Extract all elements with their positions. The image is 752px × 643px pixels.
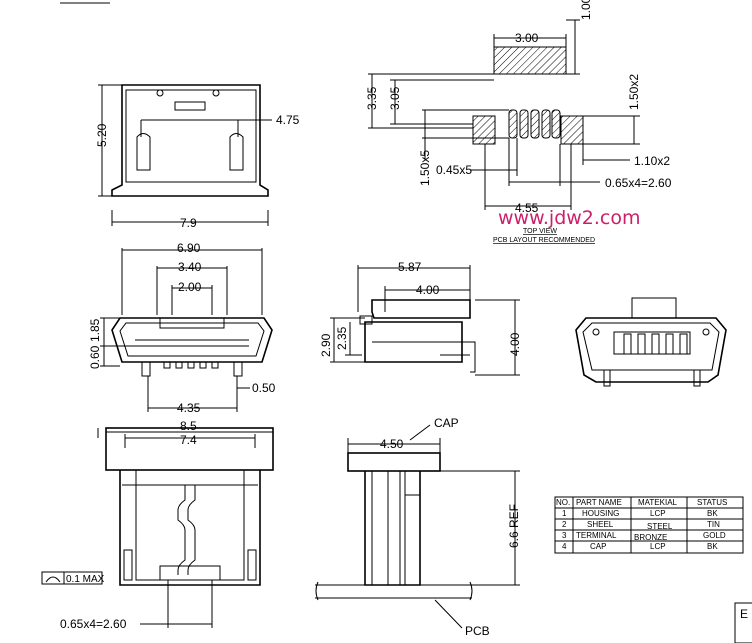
cap-label: CAP — [434, 416, 459, 430]
table-row: 2 SHEEL STEEL TIN — [562, 520, 720, 531]
dim-mid: 3.40 — [178, 260, 202, 274]
dim-pad-w: 0.45x5 — [436, 163, 472, 177]
dim-front-h2: 0.60 — [88, 345, 102, 369]
corner-label: E — [740, 607, 748, 621]
dim-span: 4.55 — [515, 201, 539, 215]
dim-h2: 3.05 — [388, 86, 402, 110]
dim-side-h2: 2.35 — [335, 326, 349, 350]
cap-pcb-view — [315, 424, 520, 629]
bom-cell: LCP — [650, 542, 666, 551]
dim-cap-width: 4.50 — [380, 437, 404, 451]
bom-cell: BK — [707, 542, 718, 551]
dim-h1: 3.35 — [365, 86, 379, 110]
dim-side: 1.50x5 — [418, 150, 432, 186]
front-iso-view — [575, 297, 727, 387]
dim-height: 5.20 — [95, 123, 109, 147]
side-view — [330, 265, 520, 376]
title-block-corner — [734, 602, 752, 643]
bom-header: NO. — [556, 498, 570, 507]
bom-cell: BK — [707, 509, 718, 518]
bom-cell: LCP — [650, 509, 666, 518]
bom-header: MATEKIAL — [638, 498, 678, 507]
bom-cell: HOUSING — [582, 509, 619, 518]
bom-cell: 1 — [562, 509, 567, 518]
dim-side-h3: 4.00 — [508, 332, 522, 356]
bom-header: PART NAME — [576, 498, 622, 507]
caption-pcb-layout: PCB LAYOUT RECOMMENDED — [493, 237, 595, 244]
dim-bottom-outer: 8.5 — [180, 419, 197, 433]
flatness-label: 0.1 MAX — [66, 574, 105, 585]
bom-cell: TIN — [707, 520, 720, 529]
bom-cell: BRONZE — [634, 533, 667, 542]
front-view — [100, 248, 273, 412]
dim-pin: 0.50 — [252, 381, 276, 395]
watermark: www.jdw2.com — [498, 207, 641, 229]
dim-bottom-pitch: 0.65x4=2.60 — [60, 617, 127, 631]
pcb-layout — [368, 19, 640, 210]
dim-ref: 6.6 REF — [507, 504, 521, 548]
dim-inner: 2.00 — [178, 280, 202, 294]
pcb-label: PCB — [465, 624, 490, 638]
bom-cell: 4 — [562, 542, 567, 551]
table-row: 3 TERMINAL BRONZE GOLD — [562, 531, 726, 542]
dim-pitch-width: 3.00 — [515, 31, 539, 45]
table-row: 4 CAP LCP BK — [562, 542, 718, 551]
top-view — [98, 84, 272, 226]
bottom-view — [97, 427, 274, 628]
dim-front-h1: 1.85 — [88, 318, 102, 342]
bom-cell: TERMINAL — [576, 531, 617, 540]
bom-cell: SHEEL — [587, 520, 614, 529]
dim-bottom-inner: 7.4 — [180, 433, 197, 447]
dim-top: 1.00 — [579, 0, 593, 20]
dim-inner: 4.75 — [276, 113, 300, 127]
bom-header: STATUS — [697, 498, 727, 507]
dim-width: 7.9 — [180, 216, 197, 230]
bom-header-row: NO. PART NAME MATEKIAL STATUS — [556, 498, 727, 507]
flatness-symbol — [41, 571, 103, 585]
dim-side-top: 5.87 — [398, 260, 422, 274]
dim-pitch: 0.65x4=2.60 — [605, 176, 672, 190]
dim-pad-h: 1.50x2 — [627, 74, 641, 110]
bom-cell: CAP — [590, 542, 606, 551]
caption-top-view: TOP VIEW — [523, 228, 557, 235]
dim-side-h1: 2.90 — [319, 333, 333, 357]
bom-cell: 2 — [562, 520, 567, 529]
bom-cell: 3 — [562, 531, 567, 540]
bom-table — [554, 496, 744, 554]
table-row: 1 HOUSING LCP BK — [562, 509, 718, 518]
dim-outer: 6.90 — [177, 241, 201, 255]
dim-base: 4.35 — [177, 401, 201, 415]
bom-cell: STEEL — [647, 522, 673, 531]
dim-side-mid: 4.00 — [416, 283, 440, 297]
bom-cell: GOLD — [703, 531, 726, 540]
dim-pad-gap: 1.10x2 — [634, 154, 670, 168]
